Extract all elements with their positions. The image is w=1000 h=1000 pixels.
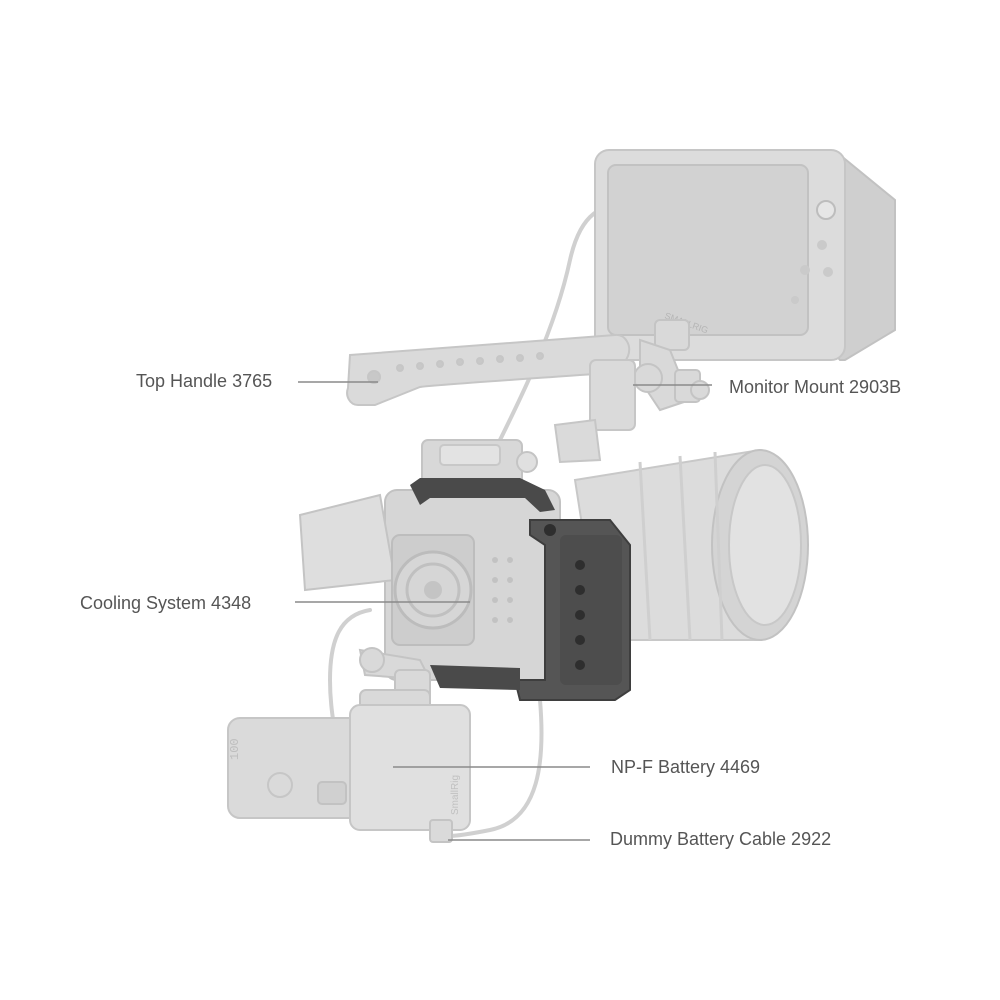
callout-dummy-cable: Dummy Battery Cable 2922 [610,829,832,849]
top-handle-icon [346,333,636,464]
monitor-mount-icon [633,319,710,412]
callout-npf-battery: NP-F Battery 4469 [611,757,761,777]
battery-brand-mark: SmallRig [450,775,461,815]
callout-monitor-mount: Monitor Mount 2903B [729,377,902,397]
camera-cage-icon [410,478,631,701]
cooling-fan-icon [391,534,513,646]
callout-cooling-system: Cooling System 4348 [80,593,252,613]
callout-top-handle: Top Handle 3765 [136,371,273,391]
np-f-battery-icon: 100 SmallRig [227,704,471,843]
monitor-icon: SMALLRIG [594,148,896,361]
battery-display-mark: 100 [228,738,242,760]
leader-lines [295,381,712,841]
lens-icon [573,448,809,641]
